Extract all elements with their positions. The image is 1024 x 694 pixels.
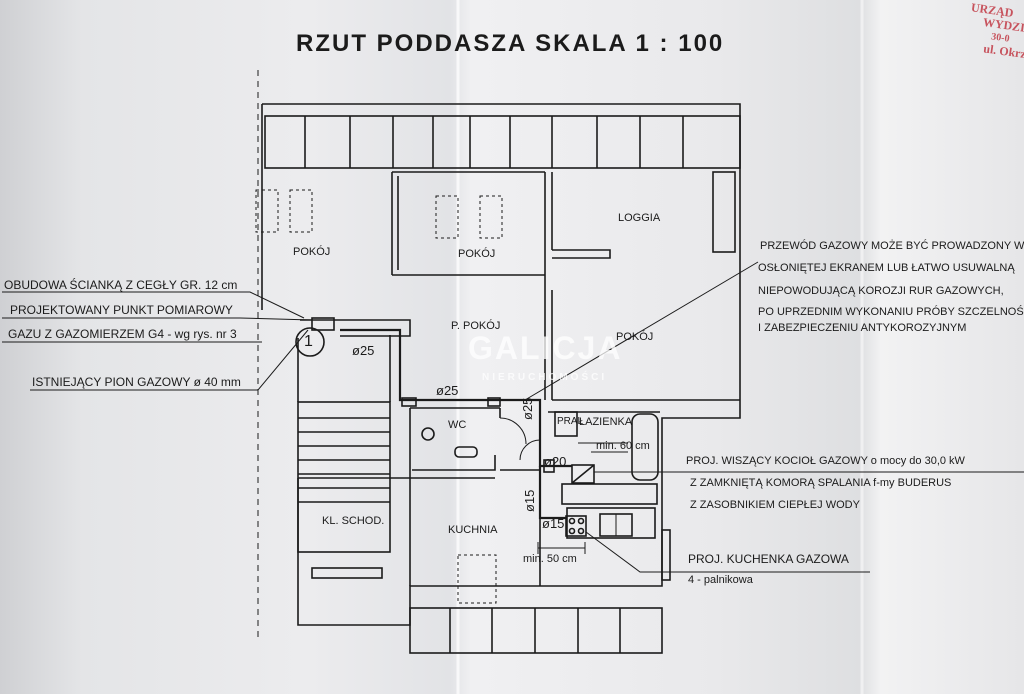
section-marker: 1 [304, 333, 313, 350]
clearance-min-60: min. 60 cm [596, 440, 650, 452]
office-stamp: URZĄD WYDZIAŁ 30-0 ul. Okrzei [965, 0, 1024, 63]
note-przewod-5: I ZABEZPIECZENIU ANTYKOROZYJNYM [758, 322, 967, 334]
note-pion-gazowy: ISTNIEJĄCY PION GAZOWY ø 40 mm [32, 375, 241, 389]
room-label-pokoj-right: POKÓJ [616, 331, 654, 343]
note-kociol-1: PROJ. WISZĄCY KOCIOŁ GAZOWY o mocy do 30… [686, 455, 965, 467]
room-label-pral: PRAL [557, 416, 584, 427]
note-kuchenka-2: 4 - palnikowa [688, 574, 753, 586]
note-punkt-pomiarowy-2: GAZU Z GAZOMIERZEM G4 - wg rys. nr 3 [8, 327, 237, 341]
room-label-pokoj-left: POKÓJ [293, 246, 331, 258]
note-kociol-3: Z ZASOBNIKIEM CIEPŁEJ WODY [690, 499, 860, 511]
note-kociol-2: Z ZAMKNIĘTĄ KOMORĄ SPALANIA f-my BUDERUS [690, 477, 952, 489]
room-label-p-pokoj: P. POKÓJ [451, 320, 501, 332]
note-obudowa: OBUDOWA ŚCIANKĄ Z CEGŁY GR. 12 cm [4, 278, 238, 292]
room-label-pokoj-mid: POKÓJ [458, 248, 496, 260]
note-przewod-1: PRZEWÓD GAZOWY MOŻE BYĆ PROWADZONY W [760, 240, 1024, 252]
pipe-diameter-25-c: ø25 [520, 397, 535, 420]
note-przewod-2: OSŁONIĘTEJ EKRANEM LUB ŁATWO USUWALNĄ [758, 262, 1015, 274]
note-przewod-4: PO UPRZEDNIM WYKONANIU PRÓBY SZCZELNOŚ [758, 306, 1024, 318]
pipe-diameter-15-b: ø15 [542, 516, 565, 531]
room-label-wc: WC [448, 419, 467, 431]
note-punkt-pomiarowy-1: PROJEKTOWANY PUNKT POMIAROWY [10, 303, 233, 317]
room-label-loggia: LOGGIA [618, 212, 661, 224]
note-kuchenka-1: PROJ. KUCHENKA GAZOWA [688, 552, 849, 566]
pipe-diameter-20: ø20 [544, 454, 567, 469]
room-label-kuchnia: KUCHNIA [448, 524, 498, 536]
watermark-subtitle: NIERUCHOMOŚCI [482, 372, 608, 383]
drawing-title: RZUT PODDASZA SKALA 1 : 100 [296, 30, 725, 57]
room-label-kl-schod: KL. SCHOD. [322, 515, 385, 527]
pipe-diameter-25-b: ø25 [436, 383, 459, 398]
watermark-logo: GALICJA [468, 330, 623, 366]
pipe-diameter-15-a: ø15 [522, 489, 537, 512]
note-przewod-3: NIEPOWODUJĄCĄ KOROZJI RUR GAZOWYCH, [758, 285, 1004, 297]
clearance-min-50: min. 50 cm [523, 553, 577, 565]
pipe-diameter-25-a: ø25 [352, 343, 375, 358]
room-label-lazienka: ŁAZIENKA [579, 416, 633, 428]
